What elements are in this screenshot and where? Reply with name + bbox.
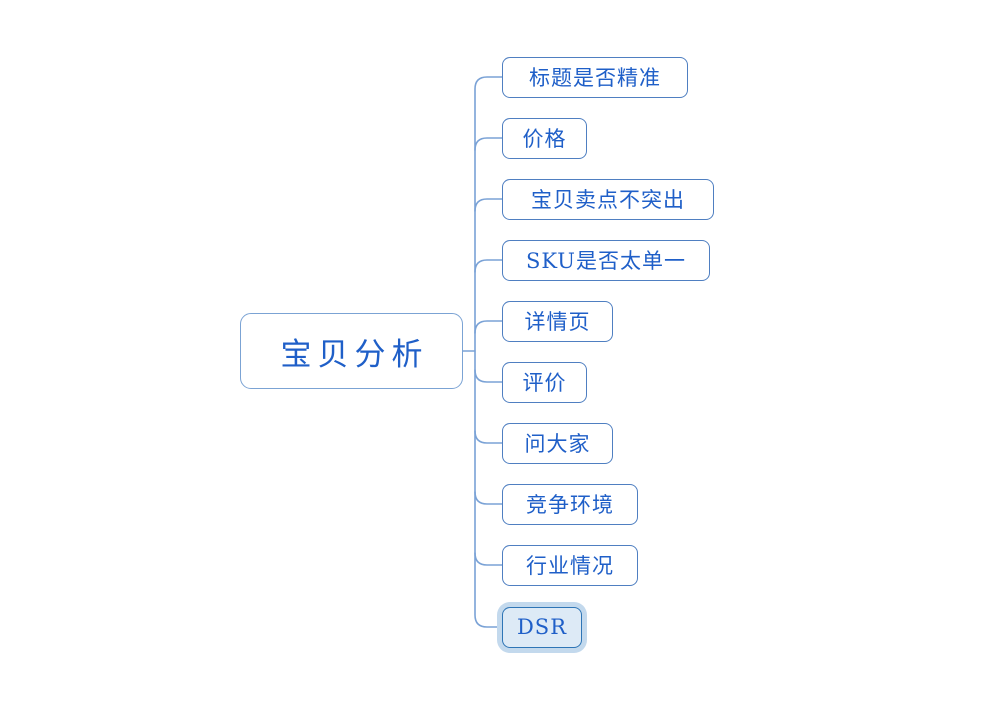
topic-node[interactable]: 行业情况 bbox=[502, 544, 638, 586]
topic-node[interactable]: 问大家 bbox=[502, 422, 613, 464]
topic-label: 评价 bbox=[522, 371, 567, 395]
topic-node[interactable]: 宝贝卖点不突出 bbox=[502, 178, 714, 220]
topic-label: 详情页 bbox=[524, 310, 591, 334]
topic-label: 行业情况 bbox=[526, 554, 614, 578]
topic-label: DSR bbox=[516, 615, 568, 639]
topic-node[interactable]: 竞争环境 bbox=[502, 483, 638, 525]
topic-node[interactable]: 标题是否精准 bbox=[502, 56, 688, 98]
topic-label: 问大家 bbox=[524, 432, 591, 456]
topic-node[interactable]: 详情页 bbox=[502, 300, 613, 342]
root-topic-label: 宝贝分析 bbox=[280, 336, 429, 373]
topic-label: 标题是否精准 bbox=[529, 66, 661, 90]
topic-label: 宝贝卖点不突出 bbox=[531, 188, 685, 212]
topic-node-selected[interactable]: DSR bbox=[502, 606, 582, 648]
topic-label: SKU是否太单一 bbox=[525, 249, 687, 273]
topic-label: 竞争环境 bbox=[526, 493, 614, 517]
topic-label: 价格 bbox=[522, 127, 567, 151]
topic-node[interactable]: SKU是否太单一 bbox=[502, 239, 710, 281]
topic-node[interactable]: 评价 bbox=[502, 361, 587, 403]
topic-node[interactable]: 价格 bbox=[502, 117, 587, 159]
root-topic-node[interactable]: 宝贝分析 bbox=[240, 313, 463, 389]
